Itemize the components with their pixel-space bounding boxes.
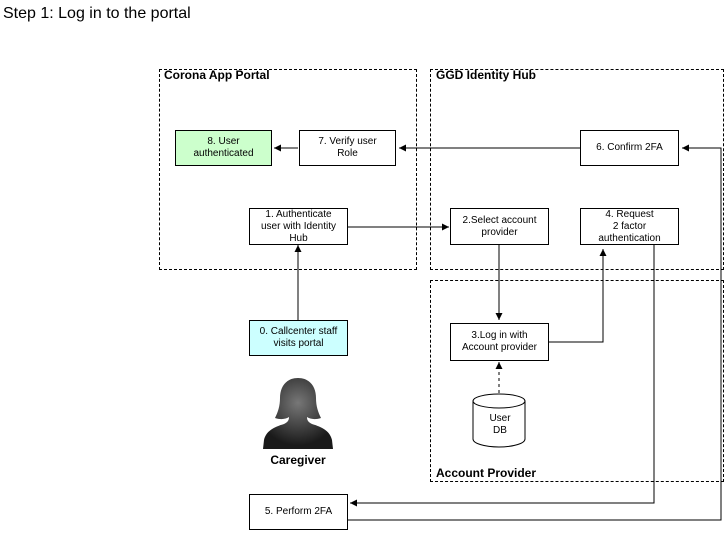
ggd-identity-hub-container — [430, 69, 724, 270]
arrow-login-to-request-2fa — [549, 249, 607, 343]
ggd-identity-hub-title: GGD Identity Hub — [436, 68, 536, 82]
arrow-perform-2fa-to-confirm-2fa — [348, 144, 722, 521]
user-db-label: User DB — [489, 413, 511, 436]
select-provider-box: 2.Select account provider — [450, 208, 549, 245]
corona-app-portal-title: Corona App Portal — [164, 68, 270, 82]
login-provider-box: 3.Log in with Account provider — [450, 323, 549, 361]
database-cylinder-icon — [472, 393, 526, 448]
person-silhouette-icon — [263, 378, 333, 449]
user-authenticated-box: 8. User authenticated — [175, 130, 272, 166]
callcenter-box: 0. Callcenter staff visits portal — [249, 320, 348, 356]
account-provider-title: Account Provider — [436, 466, 537, 480]
account-provider-container — [430, 280, 724, 482]
authenticate-box: 1. Authenticate user with Identity Hub — [249, 208, 348, 245]
perform-2fa-box: 5. Perform 2FA — [249, 494, 348, 530]
confirm-2fa-box: 6. Confirm 2FA — [580, 130, 679, 166]
page-title: Step 1: Log in to the portal — [3, 5, 191, 22]
verify-role-box: 7. Verify user Role — [299, 130, 396, 166]
caregiver-label: Caregiver — [270, 453, 326, 467]
corona-app-portal-container — [159, 69, 417, 270]
arrow-request-2fa-to-perform-2fa — [350, 245, 655, 507]
request-2fa-box: 4. Request 2 factor authentication — [580, 208, 679, 245]
